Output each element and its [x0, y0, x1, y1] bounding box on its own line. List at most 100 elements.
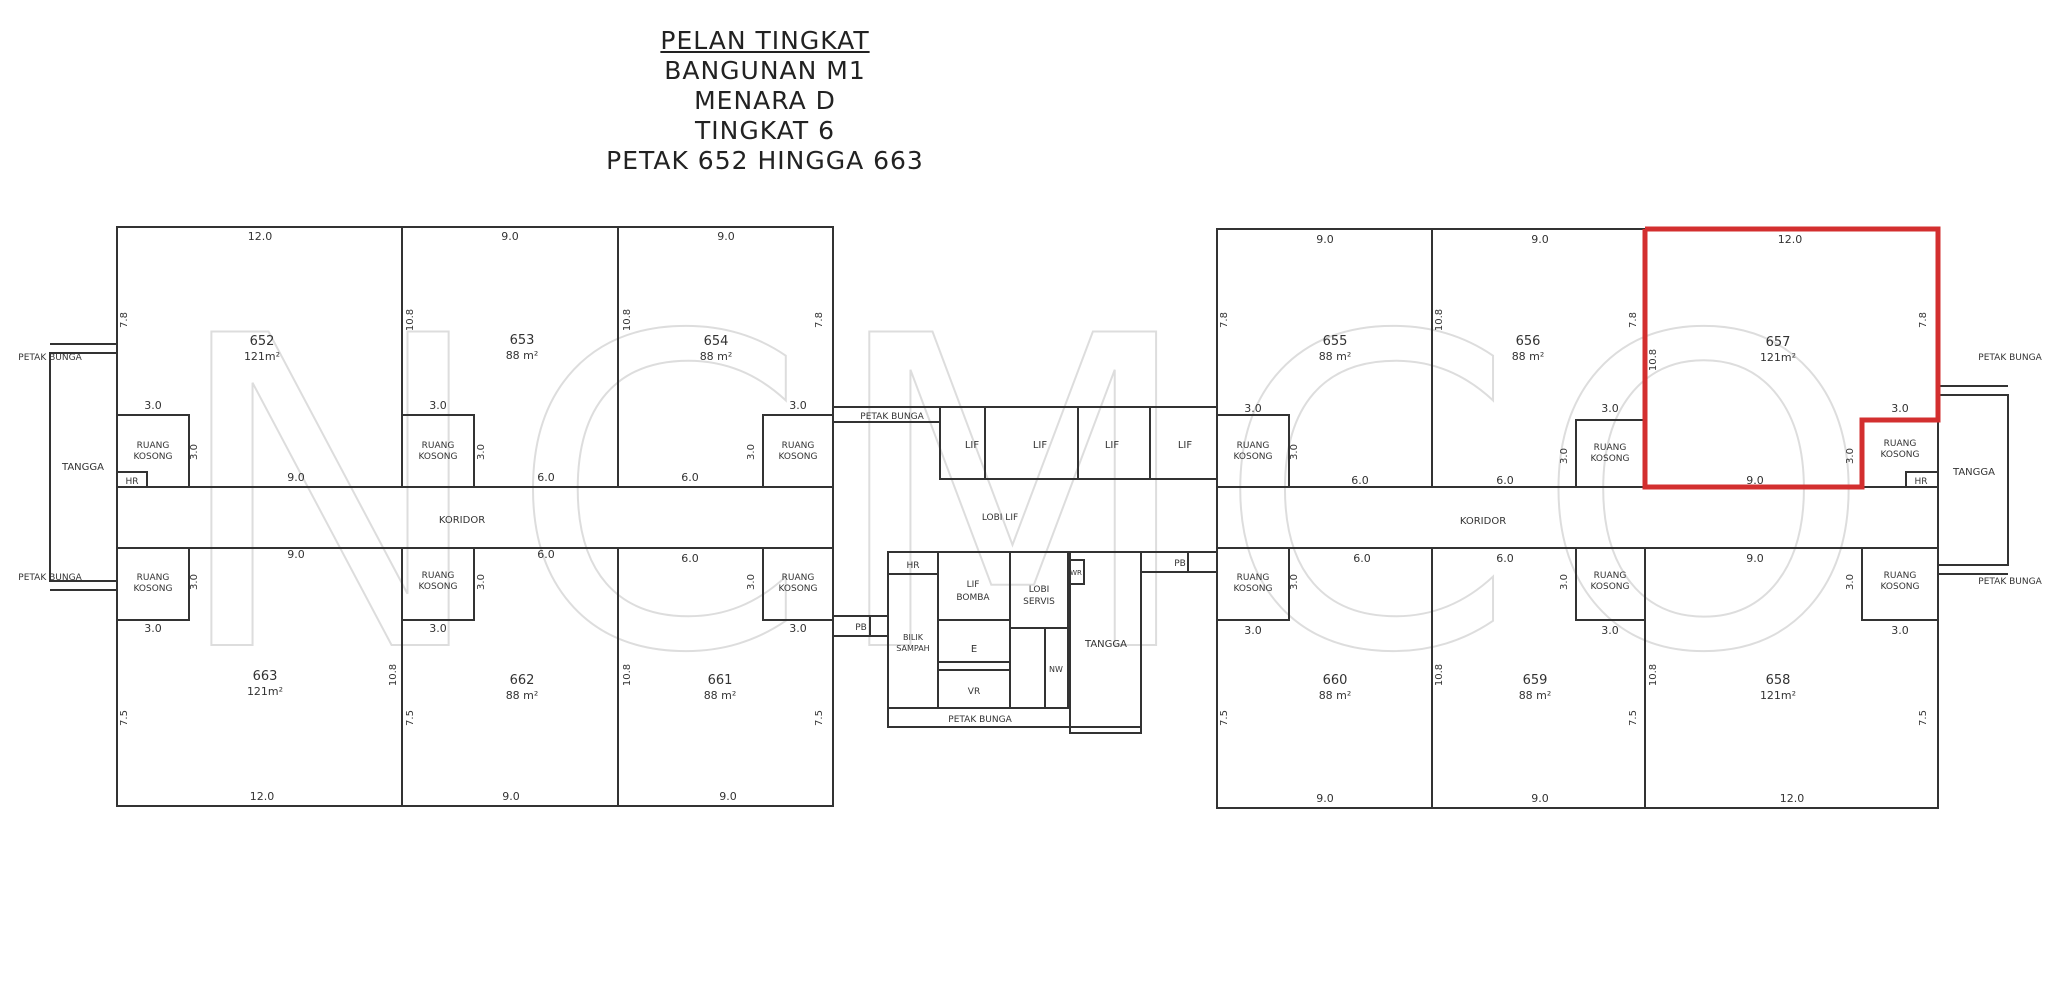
- unit-662-area: 88 m²: [506, 689, 539, 702]
- ruang-kosong-l4-a: RUANG: [137, 573, 170, 583]
- tower-name: MENARA D: [694, 86, 836, 115]
- dim-662-inner: 6.0: [537, 548, 555, 561]
- petak-bunga-left-bottom: PETAK BUNGA: [18, 573, 82, 583]
- ruang-kosong-r4-a: RUANG: [1237, 573, 1270, 583]
- petak-bunga-right-bottom: PETAK BUNGA: [1978, 577, 2042, 587]
- ruang-kosong-l5-a: RUANG: [422, 571, 455, 581]
- dim-654-top: 9.0: [717, 230, 735, 243]
- dim-v-rk-r1: 3.0: [1289, 444, 1300, 460]
- dim-657-top: 12.0: [1778, 233, 1803, 246]
- unit-653-id: 653: [510, 333, 535, 348]
- tangga-left-label: TANGGA: [61, 462, 104, 473]
- ruang-kosong-r2-b: KOSONG: [1591, 454, 1630, 464]
- unit-661-area: 88 m²: [704, 689, 737, 702]
- dim-v-rk-r2: 3.0: [1559, 448, 1570, 464]
- dim-v-rk-r6: 3.0: [1845, 574, 1856, 590]
- dim-v-rk-l5: 3.0: [476, 574, 487, 590]
- unit-654-area: 88 m²: [700, 350, 733, 363]
- hr-left-label: HR: [125, 477, 138, 487]
- ruang-kosong-r3-b: KOSONG: [1881, 450, 1920, 460]
- dim-v-654a: 10.8: [622, 309, 633, 331]
- dim-v-662: 7.5: [405, 710, 416, 726]
- ruang-kosong-l2-a: RUANG: [422, 441, 455, 451]
- dim-652-top: 12.0: [248, 230, 273, 243]
- ruang-kosong-l3-a: RUANG: [782, 441, 815, 451]
- dim-v-659: 10.8: [1434, 664, 1445, 686]
- unit-656-area: 88 m²: [1512, 350, 1545, 363]
- dim-v-659b: 7.5: [1628, 710, 1639, 726]
- dim-v-662b: 10.8: [388, 664, 399, 686]
- ruang-kosong-l5-b: KOSONG: [419, 582, 458, 592]
- lobi-servis-label-b: SERVIS: [1023, 597, 1055, 607]
- nw-room-label: NW: [1049, 665, 1063, 674]
- dim-rk-r2: 3.0: [1601, 402, 1619, 415]
- ruang-kosong-l6-b: KOSONG: [779, 584, 818, 594]
- unit-658-area: 121m²: [1760, 689, 1796, 702]
- lif-bomba-label-b: BOMBA: [956, 593, 990, 603]
- unit-662-id: 662: [510, 673, 535, 688]
- dim-657-inner: 9.0: [1746, 474, 1764, 487]
- dim-rk-l5: 3.0: [429, 622, 447, 635]
- ruang-kosong-l1-a: RUANG: [137, 441, 170, 451]
- dim-653-top: 9.0: [501, 230, 519, 243]
- lif-3-label: LIF: [1105, 440, 1120, 451]
- unit-654-id: 654: [704, 334, 729, 349]
- dim-rk-r3: 3.0: [1891, 402, 1909, 415]
- dim-v-657a: 10.8: [1648, 349, 1659, 371]
- building-name: BANGUNAN M1: [664, 56, 866, 85]
- ruang-kosong-r3-a: RUANG: [1884, 439, 1917, 449]
- plan-title: PELAN TINGKAT: [660, 26, 870, 55]
- hr-core-label: HR: [906, 561, 919, 571]
- dim-v-658b: 7.5: [1918, 710, 1929, 726]
- dim-656-top: 9.0: [1531, 233, 1549, 246]
- unit-653-area: 88 m²: [506, 349, 539, 362]
- petak-bunga-core-top: PETAK BUNGA: [860, 412, 924, 422]
- unit-657-id: 657: [1766, 335, 1791, 350]
- dim-rk-l6: 3.0: [789, 622, 807, 635]
- dim-659-inner: 6.0: [1496, 552, 1514, 565]
- dim-v-rk-l4: 3.0: [189, 574, 200, 590]
- e-room-label: E: [971, 644, 977, 655]
- dim-v-656b: 7.8: [1628, 312, 1639, 328]
- watermark: NCMCO: [169, 247, 1891, 747]
- ruang-kosong-r1-b: KOSONG: [1234, 452, 1273, 462]
- dim-rk-l2: 3.0: [429, 399, 447, 412]
- dim-663-bottom: 12.0: [250, 790, 275, 803]
- dim-rk-l4: 3.0: [144, 622, 162, 635]
- dim-v-660: 7.5: [1219, 710, 1230, 726]
- dim-658-bottom: 12.0: [1780, 792, 1805, 805]
- ruang-kosong-l4-b: KOSONG: [134, 584, 173, 594]
- dim-v-rk-l2: 3.0: [476, 444, 487, 460]
- ruang-kosong-r6-b: KOSONG: [1881, 582, 1920, 592]
- dim-rk-r6: 3.0: [1891, 624, 1909, 637]
- unit-655-id: 655: [1323, 334, 1348, 349]
- petak-bunga-core-bottom: PETAK BUNGA: [948, 715, 1012, 725]
- wr-room-label: WR: [1070, 569, 1082, 577]
- ruang-kosong-l2-b: KOSONG: [419, 452, 458, 462]
- ruang-kosong-l6-a: RUANG: [782, 573, 815, 583]
- petak-bunga-left-top: PETAK BUNGA: [18, 353, 82, 363]
- lif-1-label: LIF: [965, 440, 980, 451]
- dim-v-657b: 7.8: [1918, 312, 1929, 328]
- dim-v-656: 10.8: [1434, 309, 1445, 331]
- dim-v-658a: 10.8: [1648, 664, 1659, 686]
- unit-660-id: 660: [1323, 673, 1348, 688]
- unit-652-id: 652: [250, 334, 275, 349]
- dim-655-top: 9.0: [1316, 233, 1334, 246]
- highlight-unit-657: [1642, 226, 1941, 490]
- unit-660-area: 88 m²: [1319, 689, 1352, 702]
- floor-level: TINGKAT 6: [695, 116, 835, 145]
- unit-659-id: 659: [1523, 673, 1548, 688]
- dim-rk-r4: 3.0: [1244, 624, 1262, 637]
- ruang-kosong-r6-a: RUANG: [1884, 571, 1917, 581]
- dim-661-inner: 6.0: [681, 552, 699, 565]
- dim-v-rk-l1: 3.0: [189, 444, 200, 460]
- dim-v-663: 7.5: [119, 710, 130, 726]
- dim-652-inner: 9.0: [287, 471, 305, 484]
- dim-v-661b: 7.5: [814, 710, 825, 726]
- dim-rk-l3: 3.0: [789, 399, 807, 412]
- unit-663-area: 121m²: [247, 685, 283, 698]
- unit-658-id: 658: [1766, 673, 1791, 688]
- dim-v-rk-l6: 3.0: [746, 574, 757, 590]
